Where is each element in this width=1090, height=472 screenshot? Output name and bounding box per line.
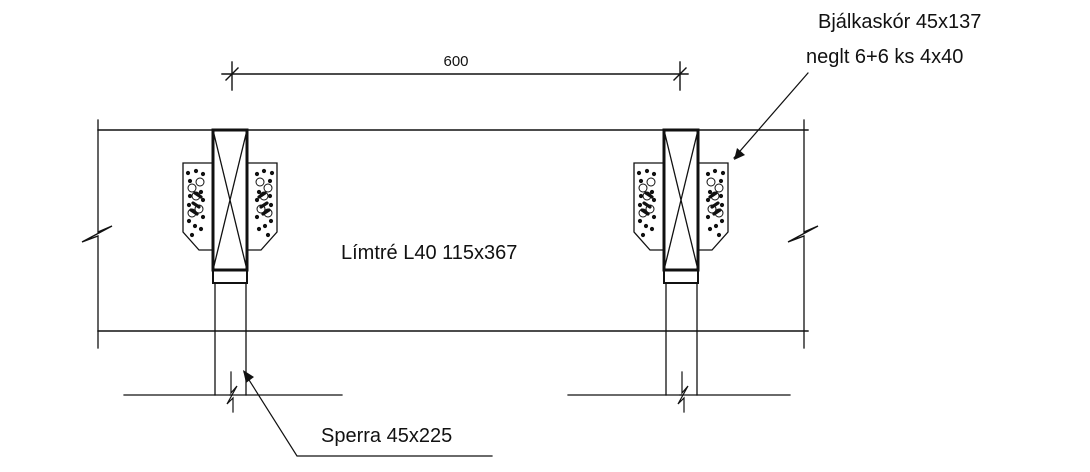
nail-hole <box>189 232 195 238</box>
nail-hole <box>651 197 657 203</box>
nail-hole <box>651 214 657 220</box>
joist-hanger-label-line2: neglt 6+6 ks 4x40 <box>806 46 963 68</box>
nail-hole <box>256 189 262 195</box>
nail-hole <box>187 178 193 184</box>
nail-hole <box>265 232 271 238</box>
nail-hole <box>198 226 204 232</box>
nail-hole <box>186 202 192 208</box>
nail-hole <box>638 183 648 193</box>
nail-hole <box>720 170 726 176</box>
joist-hanger-plate <box>697 162 729 251</box>
leader-arrowhead <box>243 370 254 383</box>
joist-hanger-plate <box>633 162 665 251</box>
leader-lines <box>243 72 809 457</box>
dimension-line <box>221 61 689 91</box>
nail-hole <box>262 223 268 229</box>
nail-hole <box>187 183 197 193</box>
nail-hole <box>719 202 725 208</box>
nail-slot <box>259 201 269 209</box>
nail-slot <box>642 201 652 209</box>
nail-slot <box>193 191 203 199</box>
rafter-label: Sperra 45x225 <box>321 425 452 447</box>
rafter-right <box>567 128 791 413</box>
nail-hole <box>186 218 192 224</box>
nail-hole <box>636 170 642 176</box>
nail-slot <box>708 191 718 199</box>
nail-hole <box>192 223 198 229</box>
nail-hole <box>200 171 206 177</box>
nail-hole <box>256 226 262 232</box>
nail-hole <box>267 193 273 199</box>
nail-hole <box>716 232 722 238</box>
nail-hole <box>254 214 260 220</box>
dimension-label: 600 <box>443 53 468 70</box>
nail-hole <box>268 218 274 224</box>
nail-hole <box>254 197 260 203</box>
nail-hole <box>640 232 646 238</box>
nail-hole <box>185 170 191 176</box>
nail-hole <box>200 214 206 220</box>
nail-hole <box>255 177 265 187</box>
nail-slot <box>710 201 720 209</box>
nail-hole <box>637 202 643 208</box>
nail-hole <box>637 218 643 224</box>
nail-hole <box>267 178 273 184</box>
nail-hole <box>645 204 655 214</box>
nail-hole <box>719 218 725 224</box>
nail-hole <box>712 168 718 174</box>
nail-hole <box>707 204 717 214</box>
nail-hole <box>646 177 656 187</box>
rafter-left <box>123 128 343 413</box>
leader-arrowhead <box>734 148 745 160</box>
nail-slot <box>644 191 654 199</box>
nail-slot <box>257 191 267 199</box>
nail-hole <box>254 171 260 177</box>
nail-hole <box>198 189 204 195</box>
nail-hole <box>200 197 206 203</box>
nail-hole <box>644 168 650 174</box>
nail-hole <box>718 178 724 184</box>
nail-hole <box>194 204 204 214</box>
nail-hole <box>193 168 199 174</box>
nail-hole <box>638 193 644 199</box>
nail-hole <box>718 193 724 199</box>
nail-hole <box>195 177 205 187</box>
nail-hole <box>705 214 711 220</box>
nail-slot <box>640 208 650 216</box>
joist-hanger-plate <box>182 162 214 251</box>
joist-hanger-plate <box>246 162 278 251</box>
nail-hole <box>707 189 713 195</box>
joist-hanger-label-line1: Bjálkaskór 45x137 <box>818 11 981 33</box>
nail-hole <box>707 226 713 232</box>
nail-hole <box>651 171 657 177</box>
nail-hole <box>649 226 655 232</box>
nail-hole <box>261 168 267 174</box>
nail-slot <box>712 208 722 216</box>
nail-slot <box>261 208 271 216</box>
nail-hole <box>263 183 273 193</box>
nail-slot <box>191 201 201 209</box>
nail-hole <box>705 197 711 203</box>
nail-hole <box>268 202 274 208</box>
nail-hole <box>649 189 655 195</box>
nail-hole <box>706 177 716 187</box>
nail-hole <box>638 178 644 184</box>
nail-hole <box>714 183 724 193</box>
nail-hole <box>713 223 719 229</box>
beam-label: Límtré L40 115x367 <box>341 242 517 264</box>
nail-hole <box>269 170 275 176</box>
nail-hole <box>643 223 649 229</box>
nail-hole <box>705 171 711 177</box>
nail-hole <box>187 193 193 199</box>
nail-slot <box>189 208 199 216</box>
nail-hole <box>256 204 266 214</box>
